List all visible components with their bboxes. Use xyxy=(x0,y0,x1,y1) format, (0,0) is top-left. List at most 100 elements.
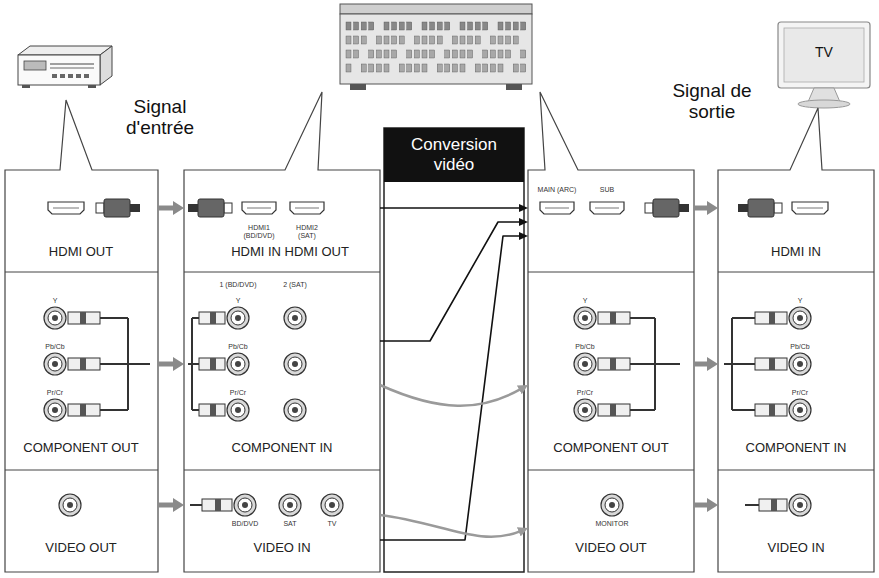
receiver-terminal xyxy=(354,36,359,44)
panel-label: VIDEO IN xyxy=(253,541,310,556)
hdmi-port xyxy=(290,202,324,214)
player-button xyxy=(52,74,57,78)
rca-jack xyxy=(59,494,81,516)
player-foot xyxy=(88,85,96,88)
hdmi-plug xyxy=(198,199,224,217)
rca-jack xyxy=(288,311,302,325)
rca-jack xyxy=(574,353,596,375)
jack-label: SAT xyxy=(283,520,296,528)
row-divider xyxy=(718,470,874,471)
jack-label: Y xyxy=(798,297,803,305)
jack-label: MONITOR xyxy=(596,520,629,528)
row-divider xyxy=(718,272,874,273)
callout-text: Signal de sortie xyxy=(657,81,767,123)
receiver-terminal xyxy=(430,50,435,58)
conversion-line xyxy=(380,222,521,341)
conversion-column xyxy=(384,128,524,572)
rca-plug-band xyxy=(610,312,616,324)
rca-jack xyxy=(325,498,339,512)
hdmi-port xyxy=(545,208,569,209)
rca-plug xyxy=(755,404,787,416)
connector-panel: VIDEO OUT xyxy=(5,470,158,572)
rca-jack xyxy=(789,353,811,375)
receiver-terminal xyxy=(361,36,366,44)
rca-plug-band xyxy=(610,404,616,416)
rca-jack xyxy=(235,361,241,367)
rca-jack xyxy=(605,498,619,512)
receiver-terminal xyxy=(468,36,473,44)
panel-outline xyxy=(528,92,694,572)
rca-jack xyxy=(63,498,77,512)
hdmi-port xyxy=(242,202,276,214)
hdmi-cable xyxy=(679,204,689,212)
receiver-terminal xyxy=(422,64,427,72)
receiver-terminal xyxy=(392,50,397,58)
panel-outline xyxy=(718,108,874,572)
rca-plug-band xyxy=(769,358,775,370)
rca-jack xyxy=(227,307,249,329)
rca-plug xyxy=(598,312,630,324)
rca-plug-band xyxy=(80,358,86,370)
rca-jack xyxy=(231,403,245,417)
rca-plug xyxy=(202,499,232,511)
jack-label: 1 (BD/DVD) xyxy=(220,281,257,289)
rca-plug-band xyxy=(80,312,86,324)
hdmi-cable xyxy=(130,204,140,212)
row-divider xyxy=(184,470,380,471)
rca-jack xyxy=(44,353,66,375)
component-cable xyxy=(192,317,199,319)
receiver-terminal xyxy=(498,64,503,72)
rca-jack xyxy=(238,498,252,512)
rca-jack xyxy=(321,494,343,516)
component-cable xyxy=(128,363,150,365)
receiver-terminal xyxy=(376,36,381,44)
receiver-terminal xyxy=(513,22,518,30)
receiver-terminal xyxy=(354,22,359,30)
component-cable xyxy=(100,317,128,319)
panel-label: COMPONENT OUT xyxy=(23,441,138,456)
receiver-terminal xyxy=(407,64,412,72)
receiver-terminal xyxy=(483,22,488,30)
hdmi-plug xyxy=(224,203,232,213)
rca-jack xyxy=(582,315,588,321)
receiver-terminal xyxy=(354,50,359,58)
receiver-terminal xyxy=(346,22,351,30)
jack-label: Pb/Cb xyxy=(45,343,64,351)
rca-jack xyxy=(578,403,592,417)
jack-label: BD/DVD xyxy=(232,520,258,528)
panel-label: VIDEO OUT xyxy=(45,541,117,556)
receiver-terminal xyxy=(414,50,419,58)
receiver-terminal xyxy=(521,50,526,58)
jack-label: Pb/Cb xyxy=(790,343,809,351)
receiver-terminal xyxy=(445,50,450,58)
receiver-terminal xyxy=(361,22,366,30)
rca-plug-band xyxy=(771,499,777,511)
rca-plug-band xyxy=(215,499,221,511)
rca-jack xyxy=(231,357,245,371)
receiver-terminal xyxy=(369,50,374,58)
conversion-box: Conversion vidéo xyxy=(384,128,524,572)
receiver-terminal xyxy=(369,64,374,72)
receiver-terminal xyxy=(460,50,465,58)
signal-arrow xyxy=(158,362,175,367)
hdmi-plug xyxy=(774,203,782,213)
panel-label: HDMI OUT xyxy=(49,245,113,260)
panel-label: COMPONENT IN xyxy=(746,441,847,456)
rca-plug xyxy=(759,499,787,511)
receiver-terminal xyxy=(521,64,526,72)
panel-outline xyxy=(5,100,158,572)
rca-jack xyxy=(329,502,335,508)
rca-plug-band xyxy=(210,312,216,324)
panel-label: COMPONENT OUT xyxy=(553,441,668,456)
hdmi-port xyxy=(295,208,319,209)
player-button xyxy=(76,74,81,78)
panel-outline xyxy=(184,92,380,572)
receiver-terminal xyxy=(437,36,442,44)
component-cable xyxy=(732,409,755,411)
conversion-line xyxy=(380,207,521,209)
receiver-terminal xyxy=(346,36,351,44)
rca-jack xyxy=(601,494,623,516)
receiver-terminal xyxy=(407,22,412,30)
hdmi-plug xyxy=(104,199,130,217)
receiver-terminal xyxy=(452,64,457,72)
